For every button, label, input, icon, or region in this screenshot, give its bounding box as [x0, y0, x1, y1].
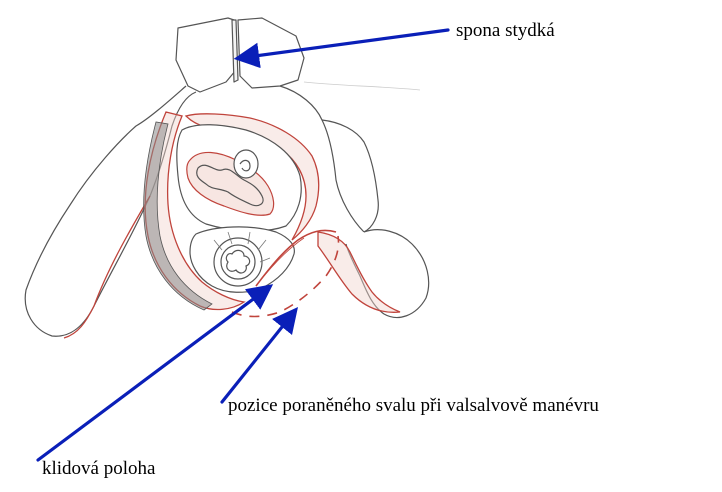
label-pubic-symphysis: spona stydká [456, 20, 555, 41]
sketch-line [304, 82, 420, 90]
arrow-valsalva [222, 312, 294, 402]
label-rest-position: klidová poloha [42, 458, 156, 479]
urethra [234, 150, 258, 178]
label-valsalva-position: pozice poraněného svalu při valsalvově m… [228, 395, 599, 416]
pubic-bone-left [176, 18, 236, 92]
